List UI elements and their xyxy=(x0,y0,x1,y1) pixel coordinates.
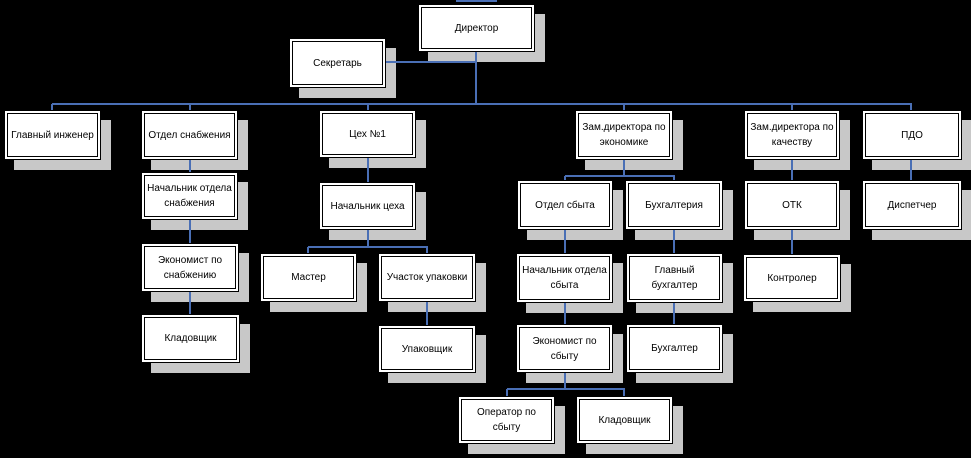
connector-drop-sales-dept xyxy=(564,176,566,180)
org-node-label: Начальник отдела сбыта xyxy=(522,265,607,291)
org-node-chief-engineer[interactable]: Главный инженер xyxy=(4,110,101,160)
org-node-label: Бухгалтер xyxy=(651,343,698,354)
connector-drop-master xyxy=(307,247,309,253)
org-node-supply-dept[interactable]: Отдел снабжения xyxy=(141,110,238,160)
connector-drop-deputy-economics xyxy=(623,104,625,111)
connector-drop-chief-engineer xyxy=(51,104,53,111)
connector-packing-to-packer xyxy=(426,302,428,325)
org-node-deputy-economics[interactable]: Зам.директора по экономике xyxy=(575,110,673,160)
org-node-label: Экономист по сбыту xyxy=(532,335,597,362)
org-node-storekeeper-supply[interactable]: Кладовщик xyxy=(141,314,240,363)
connector-sales-economist-stem xyxy=(564,373,566,390)
org-node-label: Начальник отдела снабжения xyxy=(147,183,232,209)
connector-tsekh-to-shop-head xyxy=(367,158,369,182)
org-node-supply-head[interactable]: Начальник отдела снабжения xyxy=(141,172,238,220)
connector-accounting-to-chief xyxy=(673,230,675,253)
org-node-label: Начальник цеха xyxy=(330,200,405,212)
org-node-packer[interactable]: Упаковщик xyxy=(378,325,476,373)
connector-main-bus xyxy=(52,103,912,105)
org-node-label: Бухгалтерия xyxy=(645,199,703,211)
connector-pdo-to-dispatcher xyxy=(910,160,912,180)
connector-otk-to-controller xyxy=(791,230,793,254)
org-node-accountant[interactable]: Бухгалтер xyxy=(626,324,723,373)
connector-drop-supply-dept xyxy=(189,104,191,111)
org-node-label: Отдел сбыта xyxy=(535,199,595,211)
org-node-label: Цех №1 xyxy=(349,128,386,140)
connector-drop-storekeeper-sales xyxy=(623,389,625,396)
org-node-label: Кладовщик xyxy=(164,333,217,344)
org-node-label: Диспетчер xyxy=(887,199,937,211)
org-node-dispatcher[interactable]: Диспетчер xyxy=(862,180,962,230)
org-node-secretary[interactable]: Секретарь xyxy=(289,38,386,88)
org-node-supply-economist[interactable]: Экономист по снабжению xyxy=(141,243,239,292)
org-node-label: Участок упаковки xyxy=(386,272,468,283)
org-node-packing-area[interactable]: Участок упаковки xyxy=(378,253,476,302)
org-node-shop-head[interactable]: Начальник цеха xyxy=(319,182,416,230)
org-node-otk[interactable]: ОТК xyxy=(744,180,840,230)
org-node-pdo[interactable]: ПДО xyxy=(862,110,962,160)
org-node-label: ПДО xyxy=(901,129,923,141)
connector-supply-head-to-economist xyxy=(189,220,191,243)
connector-secretary-link xyxy=(386,61,477,63)
org-node-label: Главный бухгалтер xyxy=(651,265,698,291)
org-node-label: Отдел снабжения xyxy=(148,129,231,141)
connector-drop-deputy-quality xyxy=(791,104,793,111)
org-node-sales-economist[interactable]: Экономист по сбыту xyxy=(516,324,613,373)
org-node-label: Директор xyxy=(454,22,499,34)
org-node-accounting[interactable]: Бухгалтерия xyxy=(625,180,723,230)
connector-quality-to-otk xyxy=(791,160,793,180)
connector-drop-accounting xyxy=(673,176,675,180)
connector-supply-economist-to-storekeeper xyxy=(189,292,191,314)
connector-econ-bus xyxy=(565,175,675,177)
org-node-label: Секретарь xyxy=(313,57,362,69)
connector-supply-dept-to-head xyxy=(189,160,191,172)
org-node-label: Экономист по снабжению xyxy=(157,254,223,281)
connector-director-trunk xyxy=(475,52,477,105)
connector-drop-sales-operator xyxy=(506,389,508,396)
connector-deputy-econ-stem xyxy=(623,160,625,177)
connector-chief-acc-to-accountant xyxy=(673,303,675,324)
org-node-master[interactable]: Мастер xyxy=(260,253,357,302)
connector-sales-head-to-economist xyxy=(564,303,566,324)
connector-sales-bus xyxy=(507,388,625,390)
org-node-sales-operator[interactable]: Оператор по сбыту xyxy=(458,396,555,444)
org-node-controller[interactable]: Контролер xyxy=(743,254,841,302)
connector-shop-bus xyxy=(308,246,428,248)
org-node-storekeeper-sales[interactable]: Кладовщик xyxy=(576,396,673,444)
connector-shop-head-stem xyxy=(367,230,369,248)
org-node-sales-dept[interactable]: Отдел сбыта xyxy=(517,180,613,230)
connector-sales-dept-to-head xyxy=(564,230,566,253)
org-node-chief-accountant[interactable]: Главный бухгалтер xyxy=(626,253,723,303)
org-node-label: Зам.директора по качеству xyxy=(750,122,834,148)
org-node-label: ОТК xyxy=(782,199,802,211)
org-node-label: Кладовщик xyxy=(598,414,651,426)
org-node-director[interactable]: Директор xyxy=(418,4,535,52)
org-node-label: Главный инженер xyxy=(11,129,94,141)
org-node-label: Оператор по сбыту xyxy=(476,407,536,433)
connector-top-stub xyxy=(456,0,497,2)
org-node-sales-head[interactable]: Начальник отдела сбыта xyxy=(516,253,613,303)
org-node-tsekh-1[interactable]: Цех №1 xyxy=(319,110,416,158)
connector-drop-tsekh-1 xyxy=(367,104,369,111)
org-node-deputy-quality[interactable]: Зам.директора по качеству xyxy=(744,110,840,160)
connector-drop-pdo xyxy=(910,104,912,111)
org-node-label: Мастер xyxy=(291,272,326,283)
connector-drop-packing-area xyxy=(426,247,428,253)
org-node-label: Упаковщик xyxy=(401,343,453,355)
org-node-label: Зам.директора по экономике xyxy=(582,122,666,148)
org-node-label: Контролер xyxy=(767,272,817,284)
